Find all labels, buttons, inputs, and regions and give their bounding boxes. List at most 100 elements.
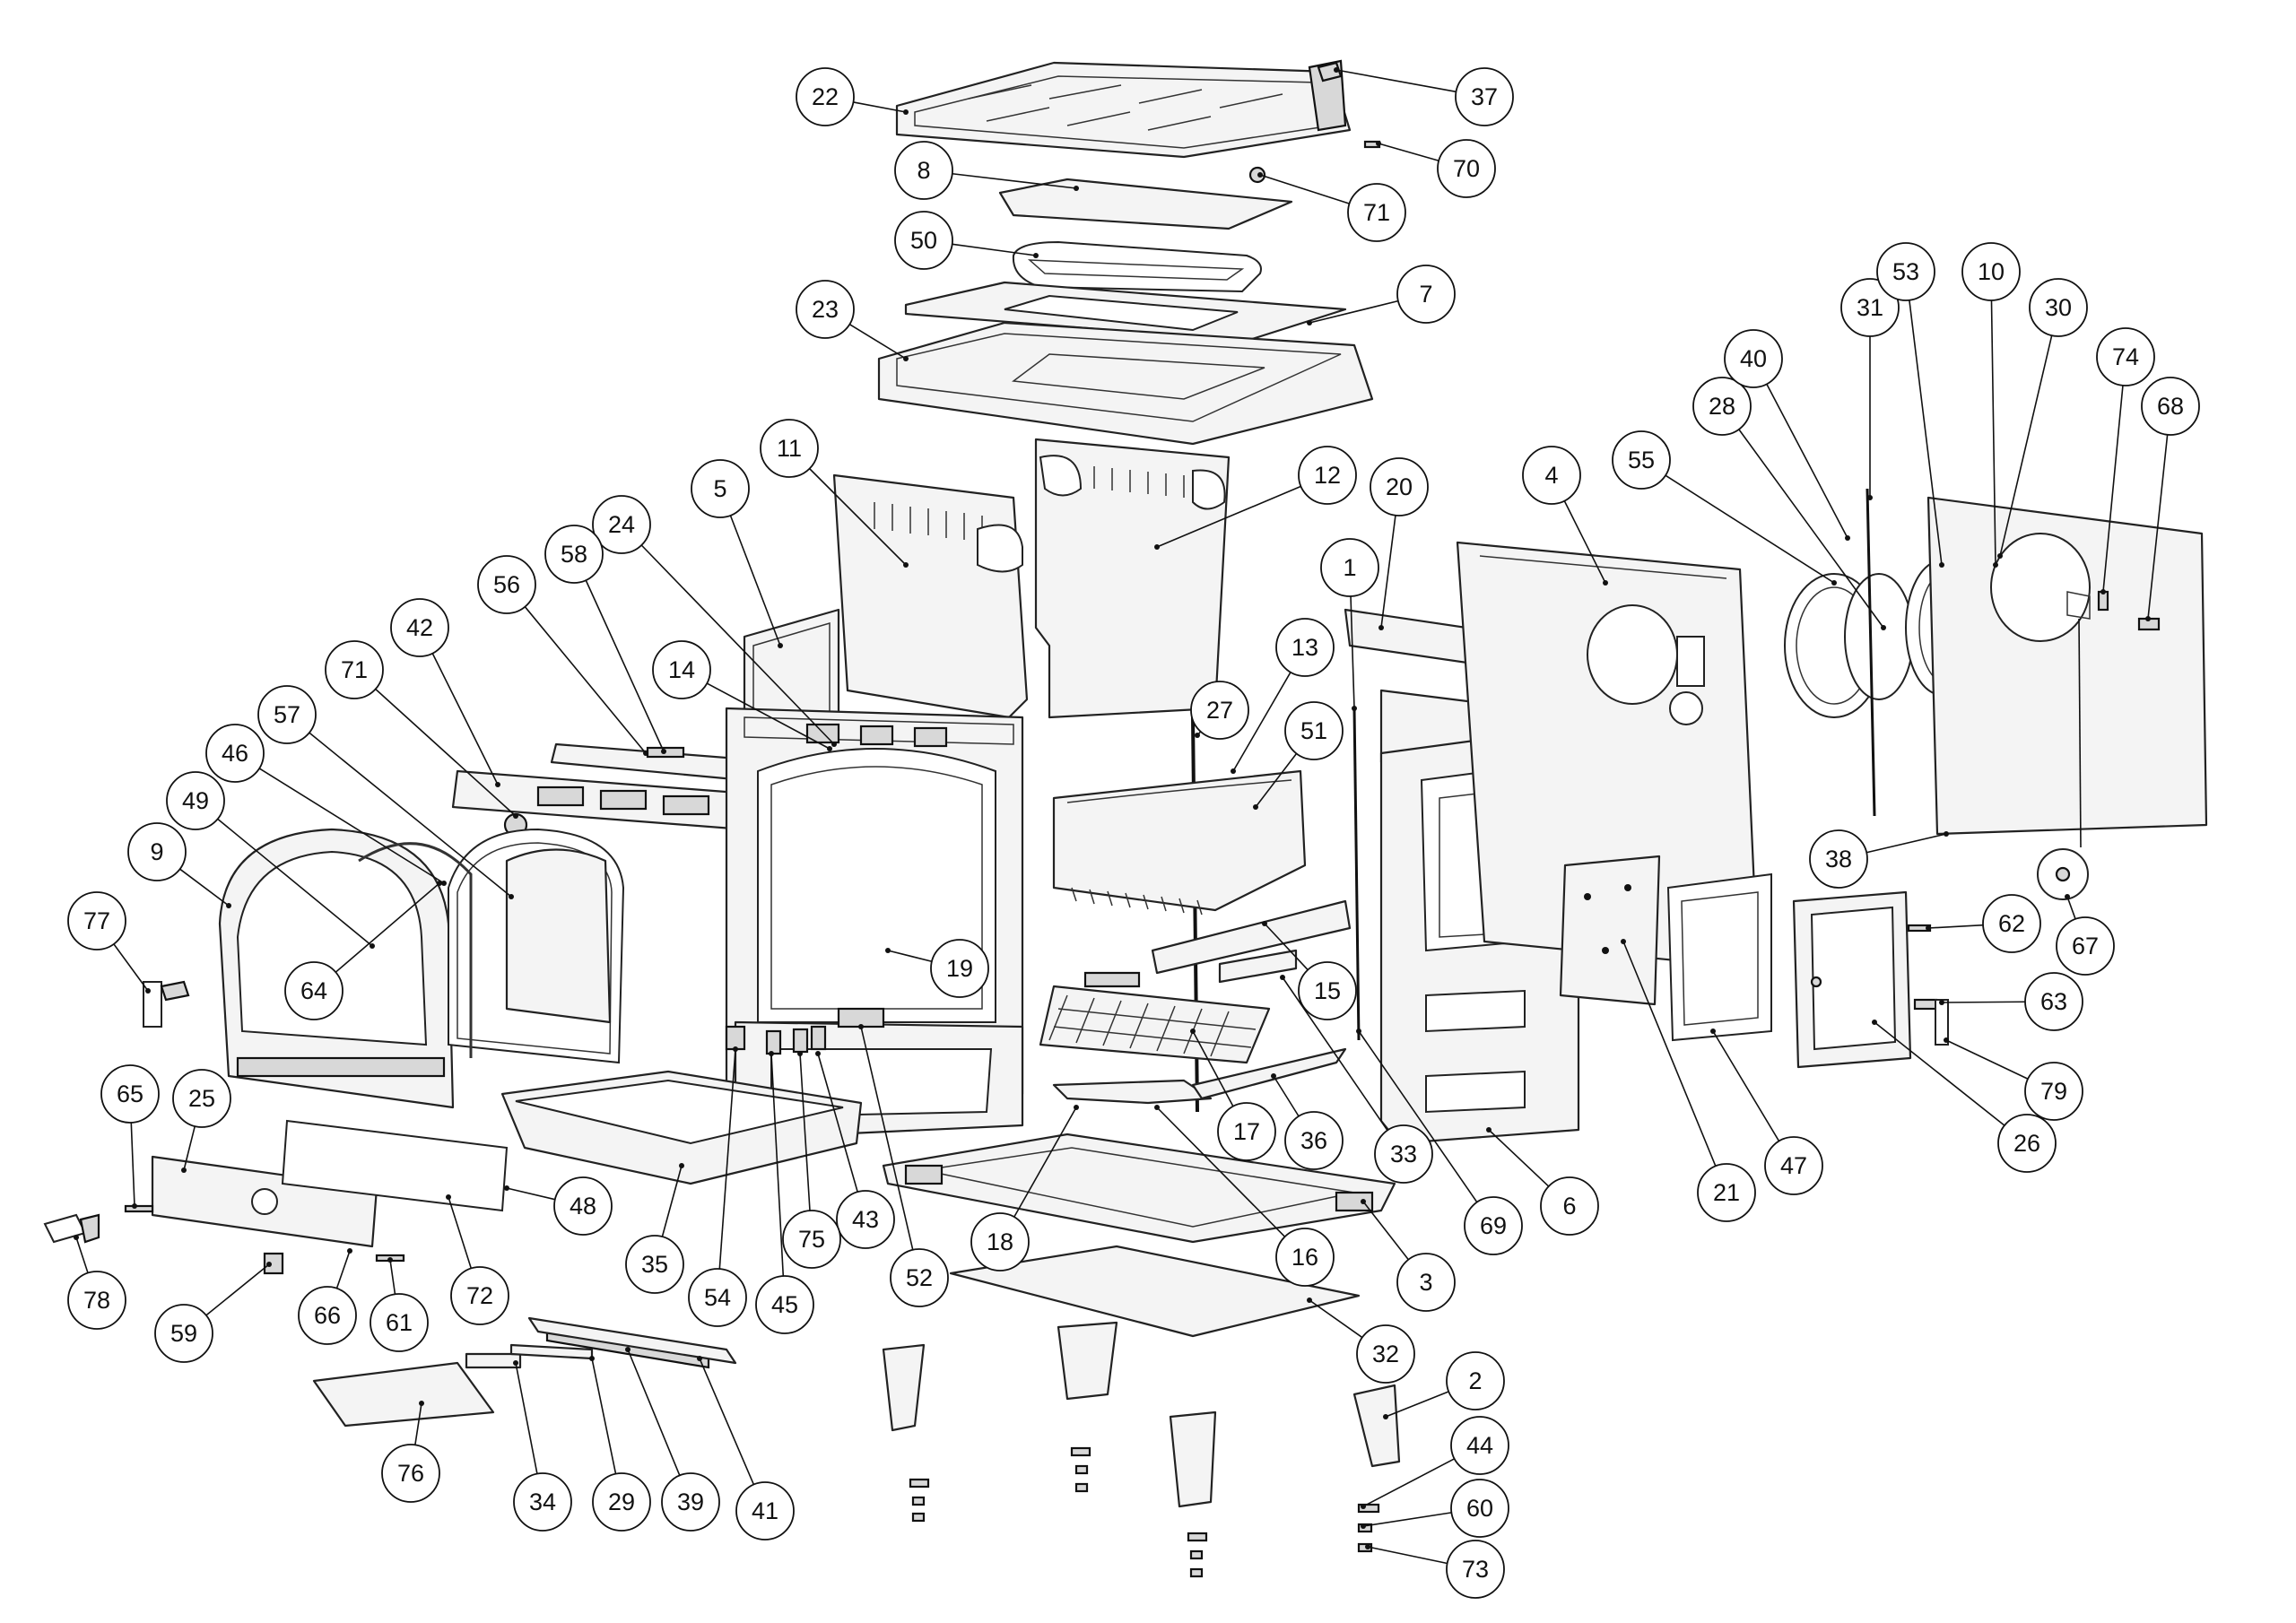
part-door-latch — [1913, 998, 1938, 1011]
leader-dot-75 — [797, 1051, 803, 1056]
callout-20: 20 — [1370, 457, 1429, 516]
leader-dot-15 — [1262, 921, 1267, 926]
callout-label: 27 — [1206, 697, 1233, 724]
leader-dot-32 — [1307, 1298, 1312, 1303]
callout-label: 46 — [222, 740, 248, 767]
callout-circle — [284, 961, 344, 1020]
leader-line-30 — [1999, 334, 2053, 557]
callout-label: 47 — [1780, 1152, 1807, 1179]
callout-label: 54 — [704, 1284, 731, 1311]
callout-label: 76 — [397, 1460, 424, 1487]
leader-line-20 — [1380, 515, 1396, 629]
leader-dot-29 — [589, 1356, 595, 1361]
leader-line-75 — [799, 1053, 811, 1211]
leader-dot-65 — [132, 1203, 137, 1209]
leader-dot-41 — [697, 1356, 702, 1361]
callout-circle — [1298, 446, 1357, 505]
leader-line-58 — [585, 579, 665, 752]
leader-dot-48 — [504, 1185, 509, 1191]
callout-label: 40 — [1740, 345, 1767, 372]
callout-32: 32 — [1356, 1324, 1415, 1384]
callout-circle — [1876, 242, 1935, 301]
leader-dot-62 — [1926, 925, 1931, 931]
callout-59: 59 — [154, 1304, 213, 1363]
callout-label: 61 — [386, 1309, 413, 1336]
callout-43: 43 — [836, 1190, 895, 1249]
callout-76: 76 — [381, 1444, 440, 1503]
part-small-bar — [1218, 949, 1298, 984]
leader-line-21 — [1622, 941, 1717, 1167]
leader-line-1 — [1350, 595, 1355, 709]
leader-dot-50 — [1033, 253, 1039, 258]
leader-line-77 — [113, 943, 149, 992]
callout-label: 31 — [1857, 294, 1883, 321]
part-gasket-frame — [1012, 240, 1262, 293]
callout-3: 3 — [1396, 1253, 1456, 1312]
callout-label: 66 — [314, 1302, 341, 1329]
callout-label: 52 — [906, 1264, 933, 1291]
leader-dot-17 — [1190, 1028, 1196, 1034]
callout-71: 71 — [325, 640, 384, 699]
leader-line-25 — [183, 1125, 196, 1171]
callout-47: 47 — [1764, 1136, 1823, 1195]
leader-dot-28 — [1881, 625, 1886, 630]
callout-14: 14 — [652, 640, 711, 699]
callout-11: 11 — [760, 419, 819, 478]
leader-line-67 — [2066, 896, 2076, 920]
leader-line-73 — [1367, 1546, 1448, 1565]
leader-line-15 — [1264, 923, 1309, 971]
leader-line-36 — [1273, 1075, 1300, 1117]
callout-33: 33 — [1374, 1124, 1433, 1184]
callout-70: 70 — [1437, 139, 1496, 198]
callout-label: 1 — [1343, 554, 1356, 581]
part-poker-41 — [527, 1316, 737, 1365]
callout-circle — [154, 1304, 213, 1363]
callout-circle — [67, 891, 126, 950]
callout-17: 17 — [1217, 1102, 1276, 1161]
part-leg-hardware — [909, 1446, 1380, 1578]
callout-label: 69 — [1480, 1212, 1507, 1239]
callout-circle — [1446, 1351, 1505, 1410]
leader-line-57 — [309, 732, 512, 898]
callout-69: 69 — [1464, 1196, 1523, 1255]
callout-36: 36 — [1284, 1111, 1344, 1170]
part-rear-plate — [1456, 541, 1760, 970]
callout-53: 53 — [1876, 242, 1935, 301]
callout-51: 51 — [1284, 701, 1344, 760]
callout-46: 46 — [205, 724, 265, 783]
callout-label: 70 — [1453, 155, 1480, 182]
callout-2: 2 — [1446, 1351, 1505, 1410]
callout-circle — [2024, 972, 2083, 1031]
leader-dot-54 — [733, 1046, 738, 1052]
callout-label: 15 — [1314, 977, 1341, 1004]
callout-label: 71 — [1363, 199, 1390, 226]
callout-circle — [688, 1268, 747, 1327]
leader-line-74 — [2102, 385, 2124, 593]
callout-19: 19 — [930, 939, 989, 998]
callout-44: 44 — [1450, 1416, 1509, 1475]
callout-circle — [1396, 1253, 1456, 1312]
callout-circle — [1298, 961, 1357, 1020]
callout-circle — [970, 1212, 1030, 1271]
callout-72: 72 — [450, 1266, 509, 1325]
callout-30: 30 — [2029, 278, 2088, 337]
callout-label: 58 — [561, 541, 587, 568]
callout-24: 24 — [592, 495, 651, 554]
leader-line-5 — [729, 515, 781, 647]
callout-48: 48 — [553, 1176, 613, 1236]
callout-circle — [1997, 1114, 2057, 1173]
callout-label: 11 — [777, 435, 802, 462]
leader-line-3 — [1362, 1201, 1409, 1261]
callout-label: 2 — [1468, 1367, 1482, 1394]
leader-line-61 — [389, 1259, 396, 1295]
part-side-baffle — [1034, 438, 1231, 719]
leader-dot-60 — [1361, 1523, 1366, 1529]
callout-label: 56 — [493, 571, 520, 598]
leader-line-69 — [1358, 1030, 1478, 1203]
callout-circle — [1464, 1196, 1523, 1255]
part-side-rod — [1352, 707, 1361, 1041]
part-grate — [1039, 971, 1271, 1064]
callout-circle — [1840, 278, 1900, 337]
callout-21: 21 — [1697, 1163, 1756, 1222]
callout-circle — [890, 1248, 949, 1307]
